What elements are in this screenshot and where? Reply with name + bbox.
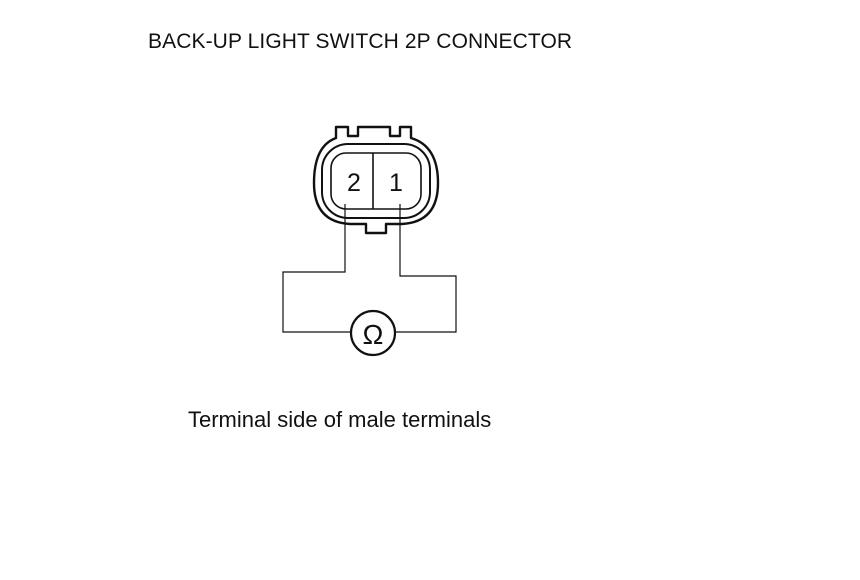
probe-wire-terminal-1 xyxy=(395,204,457,333)
pin-label-1: 1 xyxy=(389,169,403,197)
connector-inner-wall xyxy=(321,143,431,219)
pin-label-2: 2 xyxy=(347,169,361,197)
connector-housing-outline xyxy=(312,125,440,235)
terminal-cavity xyxy=(330,152,422,210)
ohm-symbol: Ω xyxy=(363,319,384,350)
probe-wire-terminal-2 xyxy=(282,204,351,333)
diagram-caption: Terminal side of male terminals xyxy=(188,407,492,432)
diagram-title: BACK-UP LIGHT SWITCH 2P CONNECTOR xyxy=(148,30,573,53)
ohmmeter-icon xyxy=(349,309,397,357)
